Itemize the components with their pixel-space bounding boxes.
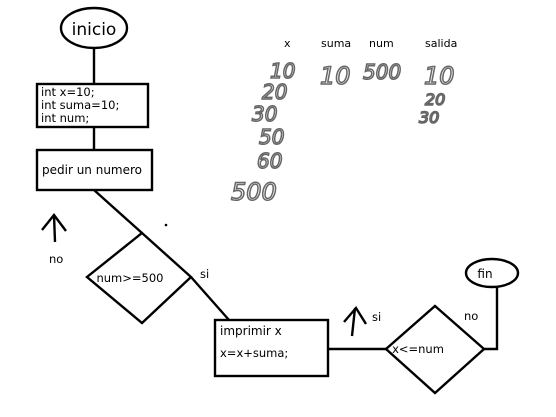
connector-cond2-fin: [484, 287, 499, 351]
process-box: [213, 318, 330, 378]
trace-header-suma: suma: [321, 37, 351, 50]
decision-x-le-num: [384, 304, 486, 395]
inicio-label: inicio: [72, 20, 117, 40]
process-line-2: x=x+suma;: [220, 346, 288, 360]
input-label: pedir un numero: [42, 163, 142, 177]
connector-cond1-proc: [190, 276, 230, 321]
fin-terminal: [464, 257, 520, 289]
trace-x-value: 50: [259, 125, 284, 149]
declaration-box: [35, 82, 150, 129]
stray-dot: [164, 223, 168, 227]
trace-header-x: x: [284, 37, 291, 50]
edge-label-no-right: no: [464, 309, 478, 323]
decision-num-ge-500: [85, 231, 193, 325]
trace-header-num: num: [369, 37, 394, 50]
trace-x-value: 10: [270, 59, 295, 83]
trace-x-value: 60: [257, 149, 282, 173]
trace-num-value: 500: [363, 60, 401, 84]
connector-pedir-cond1: [93, 189, 143, 234]
trace-x-value: 30: [252, 102, 277, 126]
up-arrow-icon: [41, 213, 67, 243]
fin-label: fin: [477, 267, 492, 281]
trace-salida-value: 20: [425, 90, 445, 109]
trace-x-value: 500: [231, 178, 277, 206]
edge-label-si-loop: si: [372, 310, 381, 324]
trace-salida-value: 30: [419, 108, 439, 127]
trace-header-salida: salida: [425, 37, 457, 50]
process-line-1: imprimir x: [220, 324, 282, 338]
input-box: [35, 148, 154, 192]
edge-label-si-decision-1: si: [200, 267, 209, 281]
edge-label-no-left: no: [49, 252, 63, 266]
decl-line-3: int num;: [41, 111, 89, 125]
up-arrow-icon: [343, 305, 368, 337]
decision-1-label: num>=500: [96, 271, 163, 285]
decision-2-label: x<=num: [392, 342, 444, 356]
decl-line-1: int x=10;: [41, 85, 95, 99]
decl-line-2: int suma=10;: [41, 98, 119, 112]
trace-salida-value: 10: [424, 62, 455, 90]
trace-x-value: 20: [262, 80, 287, 104]
trace-suma-value: 10: [320, 62, 351, 90]
inicio-terminal: [59, 6, 129, 50]
